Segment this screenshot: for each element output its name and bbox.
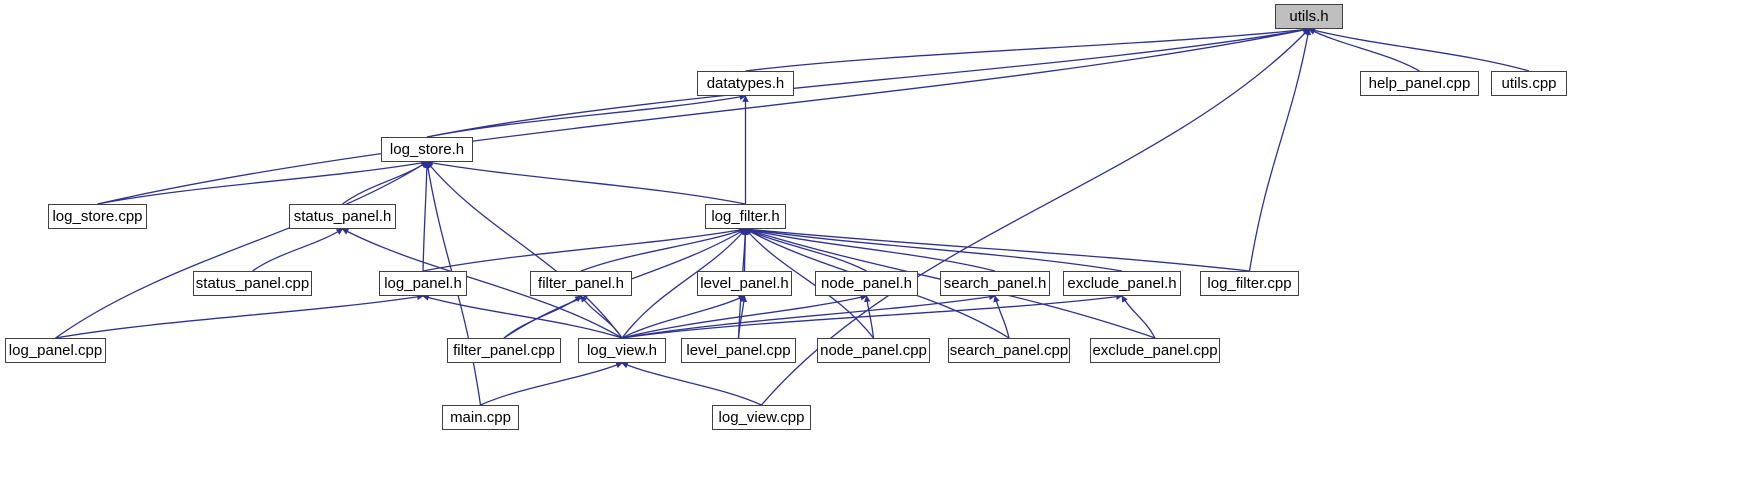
graph-node-log_filter_h[interactable]: log_filter.h: [705, 204, 786, 229]
graph-node-label: filter_panel.h: [538, 275, 624, 292]
graph-edge-log_filter_cpp-to-log_filter_h: [744, 226, 1250, 272]
graph-edge-utils_cpp-to-utils_h: [1308, 27, 1530, 72]
graph-edge-level_panel_h-to-log_filter_h: [742, 228, 749, 272]
graph-node-label: level_panel.cpp: [686, 342, 791, 359]
graph-edge-log_store_cpp-to-utils_h: [97, 26, 1310, 205]
graph-node-label: node_panel.h: [821, 275, 912, 292]
graph-node-label: utils.cpp: [1501, 75, 1557, 92]
graph-node-level_panel_cpp[interactable]: level_panel.cpp: [681, 338, 796, 363]
graph-node-filter_panel_cpp[interactable]: filter_panel.cpp: [447, 338, 561, 363]
graph-node-label: exclude_panel.h: [1067, 275, 1177, 292]
graph-node-log_store_cpp[interactable]: log_store.cpp: [48, 204, 147, 229]
graph-edge-log_filter_h-to-log_store_h: [426, 159, 746, 205]
graph-node-label: log_panel.cpp: [8, 342, 103, 359]
graph-edge-datatypes_h-to-utils_h: [745, 26, 1310, 72]
graph-node-level_panel_h[interactable]: level_panel.h: [697, 271, 792, 296]
graph-node-label: log_view.h: [586, 342, 658, 359]
graph-node-search_panel_cpp[interactable]: search_panel.cpp: [948, 338, 1070, 363]
graph-node-label: log_panel.h: [384, 275, 462, 292]
graph-node-filter_panel_h[interactable]: filter_panel.h: [530, 271, 632, 296]
graph-node-status_panel_cpp[interactable]: status_panel.cpp: [193, 271, 312, 296]
graph-node-node_panel_cpp[interactable]: node_panel.cpp: [817, 338, 930, 363]
graph-node-search_panel_h[interactable]: search_panel.h: [940, 271, 1050, 296]
graph-edge-help_panel_cpp-to-utils_h: [1308, 28, 1420, 72]
graph-node-label: log_filter.cpp: [1207, 275, 1292, 292]
graph-node-log_filter_cpp[interactable]: log_filter.cpp: [1200, 271, 1299, 296]
graph-edge-exclude_panel_cpp-to-exclude_panel_h: [1121, 295, 1156, 339]
graph-edge-log_view_h-to-search_panel_h: [621, 293, 996, 339]
graph-node-label: node_panel.cpp: [820, 342, 927, 359]
graph-edge-search_panel_h-to-log_filter_h: [744, 227, 996, 272]
graph-edge-node_panel_h-to-log_filter_h: [744, 228, 867, 272]
graph-edge-node_panel_cpp-to-node_panel_h: [864, 295, 875, 339]
graph-node-label: level_panel.h: [700, 275, 789, 292]
graph-edge-log_view_h-to-filter_panel_h: [580, 295, 623, 339]
graph-edge-log_filter_cpp-to-utils_h: [1248, 28, 1312, 272]
graph-node-log_panel_cpp[interactable]: log_panel.cpp: [5, 338, 106, 363]
graph-node-label: status_panel.cpp: [195, 275, 310, 292]
graph-node-log_view_cpp[interactable]: log_view.cpp: [712, 405, 811, 430]
graph-edge-log_panel_cpp-to-log_panel_h: [55, 293, 424, 339]
graph-node-label: exclude_panel.cpp: [1092, 342, 1218, 359]
graph-node-datatypes_h[interactable]: datatypes.h: [697, 71, 794, 96]
graph-node-log_panel_h[interactable]: log_panel.h: [379, 271, 467, 296]
graph-edge-filter_panel_h-to-log_filter_h: [580, 227, 747, 272]
graph-node-label: log_view.cpp: [718, 409, 805, 426]
graph-node-status_panel_h[interactable]: status_panel.h: [289, 204, 396, 229]
graph-node-utils_cpp[interactable]: utils.cpp: [1491, 71, 1567, 96]
graph-node-exclude_panel_h[interactable]: exclude_panel.h: [1063, 271, 1181, 296]
graph-node-utils_h[interactable]: utils.h: [1275, 4, 1343, 29]
graph-edge-filter_panel_cpp-to-filter_panel_h: [503, 295, 582, 339]
graph-node-label: search_panel.h: [943, 275, 1047, 292]
graph-node-label: help_panel.cpp: [1368, 75, 1471, 92]
graph-edge-level_panel_cpp-to-level_panel_h: [737, 295, 748, 339]
graph-node-label: status_panel.h: [293, 208, 392, 225]
graph-node-label: log_store.h: [389, 141, 465, 158]
graph-edge-log_view_h-to-exclude_panel_h: [621, 293, 1123, 339]
graph-edge-search_panel_cpp-to-search_panel_h: [993, 295, 1010, 339]
graph-node-node_panel_h[interactable]: node_panel.h: [815, 271, 918, 296]
graph-edge-log_panel_h-to-log_store_h: [422, 161, 431, 272]
graph-edge-log_view_h-to-level_panel_h: [621, 295, 746, 339]
graph-edge-log_view_h-to-node_panel_h: [621, 294, 868, 339]
graph-edge-log_view_h-to-log_panel_h: [422, 294, 623, 339]
graph-edge-log_store_cpp-to-log_store_h: [97, 159, 428, 205]
graph-node-log_store_h[interactable]: log_store.h: [381, 137, 473, 162]
graph-node-help_panel_cpp[interactable]: help_panel.cpp: [1360, 71, 1479, 96]
graph-node-label: utils.h: [1289, 8, 1329, 25]
graph-edge-log_store_h-to-utils_h: [426, 26, 1310, 138]
graph-node-main_cpp[interactable]: main.cpp: [442, 405, 519, 430]
graph-edge-status_panel_h-to-log_store_h: [342, 161, 428, 205]
graph-node-label: search_panel.cpp: [949, 342, 1069, 359]
graph-node-label: main.cpp: [450, 409, 511, 426]
graph-node-label: log_store.cpp: [52, 208, 143, 225]
graph-node-label: log_filter.h: [711, 208, 780, 225]
graph-edge-log_view_cpp-to-log_view_h: [621, 362, 762, 406]
graph-edge-log_panel_h-to-log_filter_h: [422, 226, 747, 272]
graph-node-label: datatypes.h: [706, 75, 785, 92]
graph-node-exclude_panel_cpp[interactable]: exclude_panel.cpp: [1090, 338, 1220, 363]
graph-node-log_view_h[interactable]: log_view.h: [578, 338, 666, 363]
graph-edge-main_cpp-to-log_view_h: [480, 362, 623, 406]
graph-node-label: filter_panel.cpp: [453, 342, 555, 359]
graph-edge-log_view_h-to-log_store_h: [426, 161, 623, 339]
graph-edge-exclude_panel_h-to-log_filter_h: [744, 226, 1123, 272]
graph-edge-log_store_h-to-datatypes_h: [426, 93, 747, 138]
graph-edge-status_panel_cpp-to-status_panel_h: [252, 228, 344, 272]
graph-edge-log_panel_cpp-to-log_store_h: [55, 161, 428, 339]
